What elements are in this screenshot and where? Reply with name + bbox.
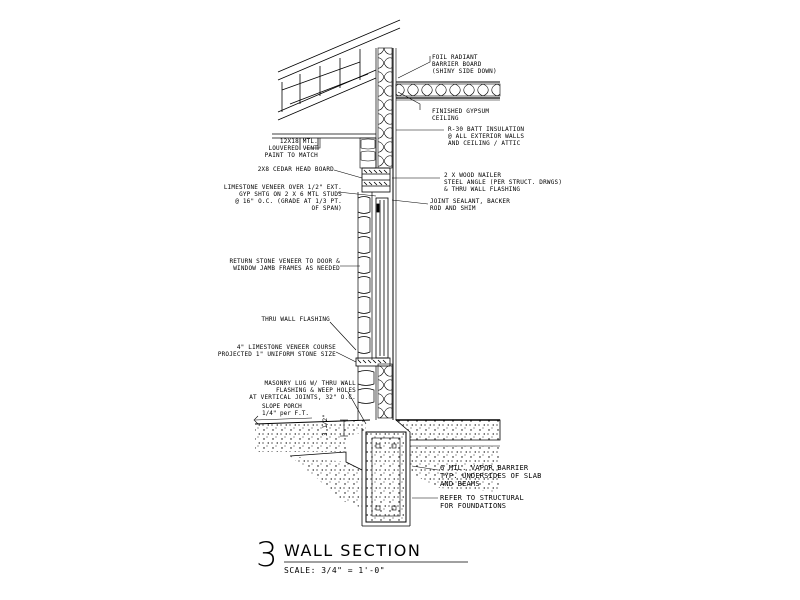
note-return-stone: RETURN STONE VENEER TO DOOR & WINDOW JAM…: [229, 258, 340, 272]
wall-insulation: [375, 47, 397, 420]
stone-veneer-upper: [359, 137, 377, 169]
note-limestone-course: 4" LIMESTONE VENEER COURSE PROJECTED 1" …: [217, 344, 336, 358]
note-thru-wall-flashing: THRU WALL FLASHING: [261, 316, 330, 323]
floor-slab: [394, 419, 501, 441]
stone-veneer-wall: [357, 192, 373, 360]
roof-framing: [272, 19, 401, 150]
slope-porch-note: SLOPE PORCH 1/4" per F.T.: [262, 403, 309, 417]
window-head: [361, 167, 391, 193]
note-foil-barrier: FOIL RADIANT BARRIER BOARD (SHINY SIDE D…: [432, 54, 497, 75]
dimension-line: [340, 419, 348, 437]
note-cedar-head-board: 2x8 CEDAR HEAD BOARD: [257, 166, 334, 173]
leader-lines: [253, 56, 444, 499]
ceiling-assembly: [395, 81, 501, 101]
note-batt-insulation: R-30 BATT INSULATION @ ALL EXTERIOR WALL…: [448, 126, 525, 147]
stone-veneer-lower: [357, 366, 377, 420]
note-louvered-vent: 12x18 MTL. LOUVERED VENT PAINT TO MATCH: [264, 138, 318, 159]
note-limestone-veneer: LIMESTONE VENEER OVER 1/2" EXT. GYP SHTG…: [223, 184, 342, 212]
detail-number: 3: [256, 535, 278, 575]
note-joint-sealant: JOINT SEALANT, BACKER ROD AND SHIM: [430, 198, 511, 212]
note-gypsum-ceiling: FINISHED GYPSUM CEILING: [432, 108, 490, 122]
dimension-label: 3 1/2": [322, 414, 329, 436]
note-masonry-lug: MASONRY LUG W/ THRU WALL FLASHING & WEEP…: [249, 380, 356, 401]
window-frame: [375, 197, 389, 359]
foundation-beam: [361, 428, 411, 527]
note-wood-nailer: 2 X WOOD NAILER STEEL ANGLE (PER STRUCT.…: [444, 172, 563, 193]
detail-title: WALL SECTION: [284, 541, 422, 560]
note-vapor-barrier: 6 MIL. VAPOR BARRIER TYP. UNDERSIDES OF …: [440, 464, 542, 488]
detail-scale: SCALE: 3/4" = 1'-0": [284, 566, 386, 575]
compacted-fill: [290, 445, 500, 508]
note-refer-structural: REFER TO STRUCTURAL FOR FOUNDATIONS: [440, 494, 524, 510]
